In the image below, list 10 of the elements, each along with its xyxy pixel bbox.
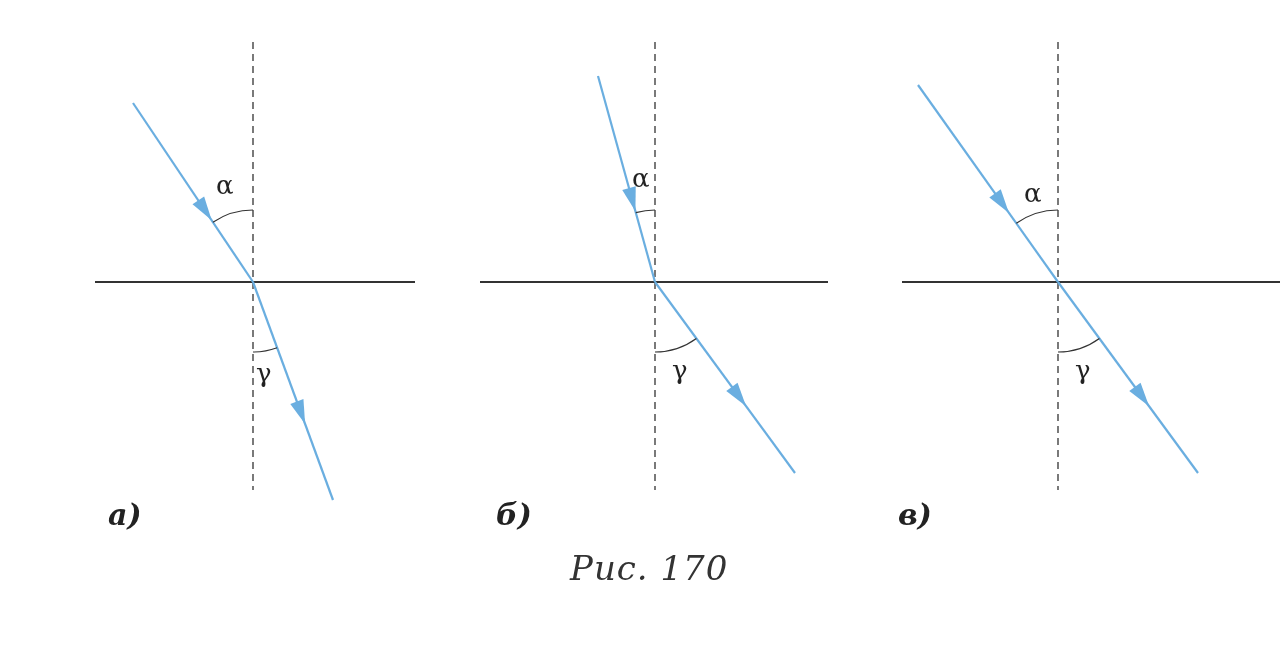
- angle-label: γ: [1075, 357, 1091, 383]
- figure-caption: Рис. 170: [570, 548, 729, 588]
- angle-label: α: [216, 172, 234, 198]
- panel-label: б): [496, 500, 532, 530]
- panel-label: а): [108, 500, 142, 530]
- angle-label: α: [632, 165, 650, 191]
- angle-label: γ: [672, 357, 688, 383]
- panel-label: в): [898, 500, 932, 530]
- angle-label: α: [1024, 180, 1042, 206]
- angle-label: γ: [256, 360, 272, 386]
